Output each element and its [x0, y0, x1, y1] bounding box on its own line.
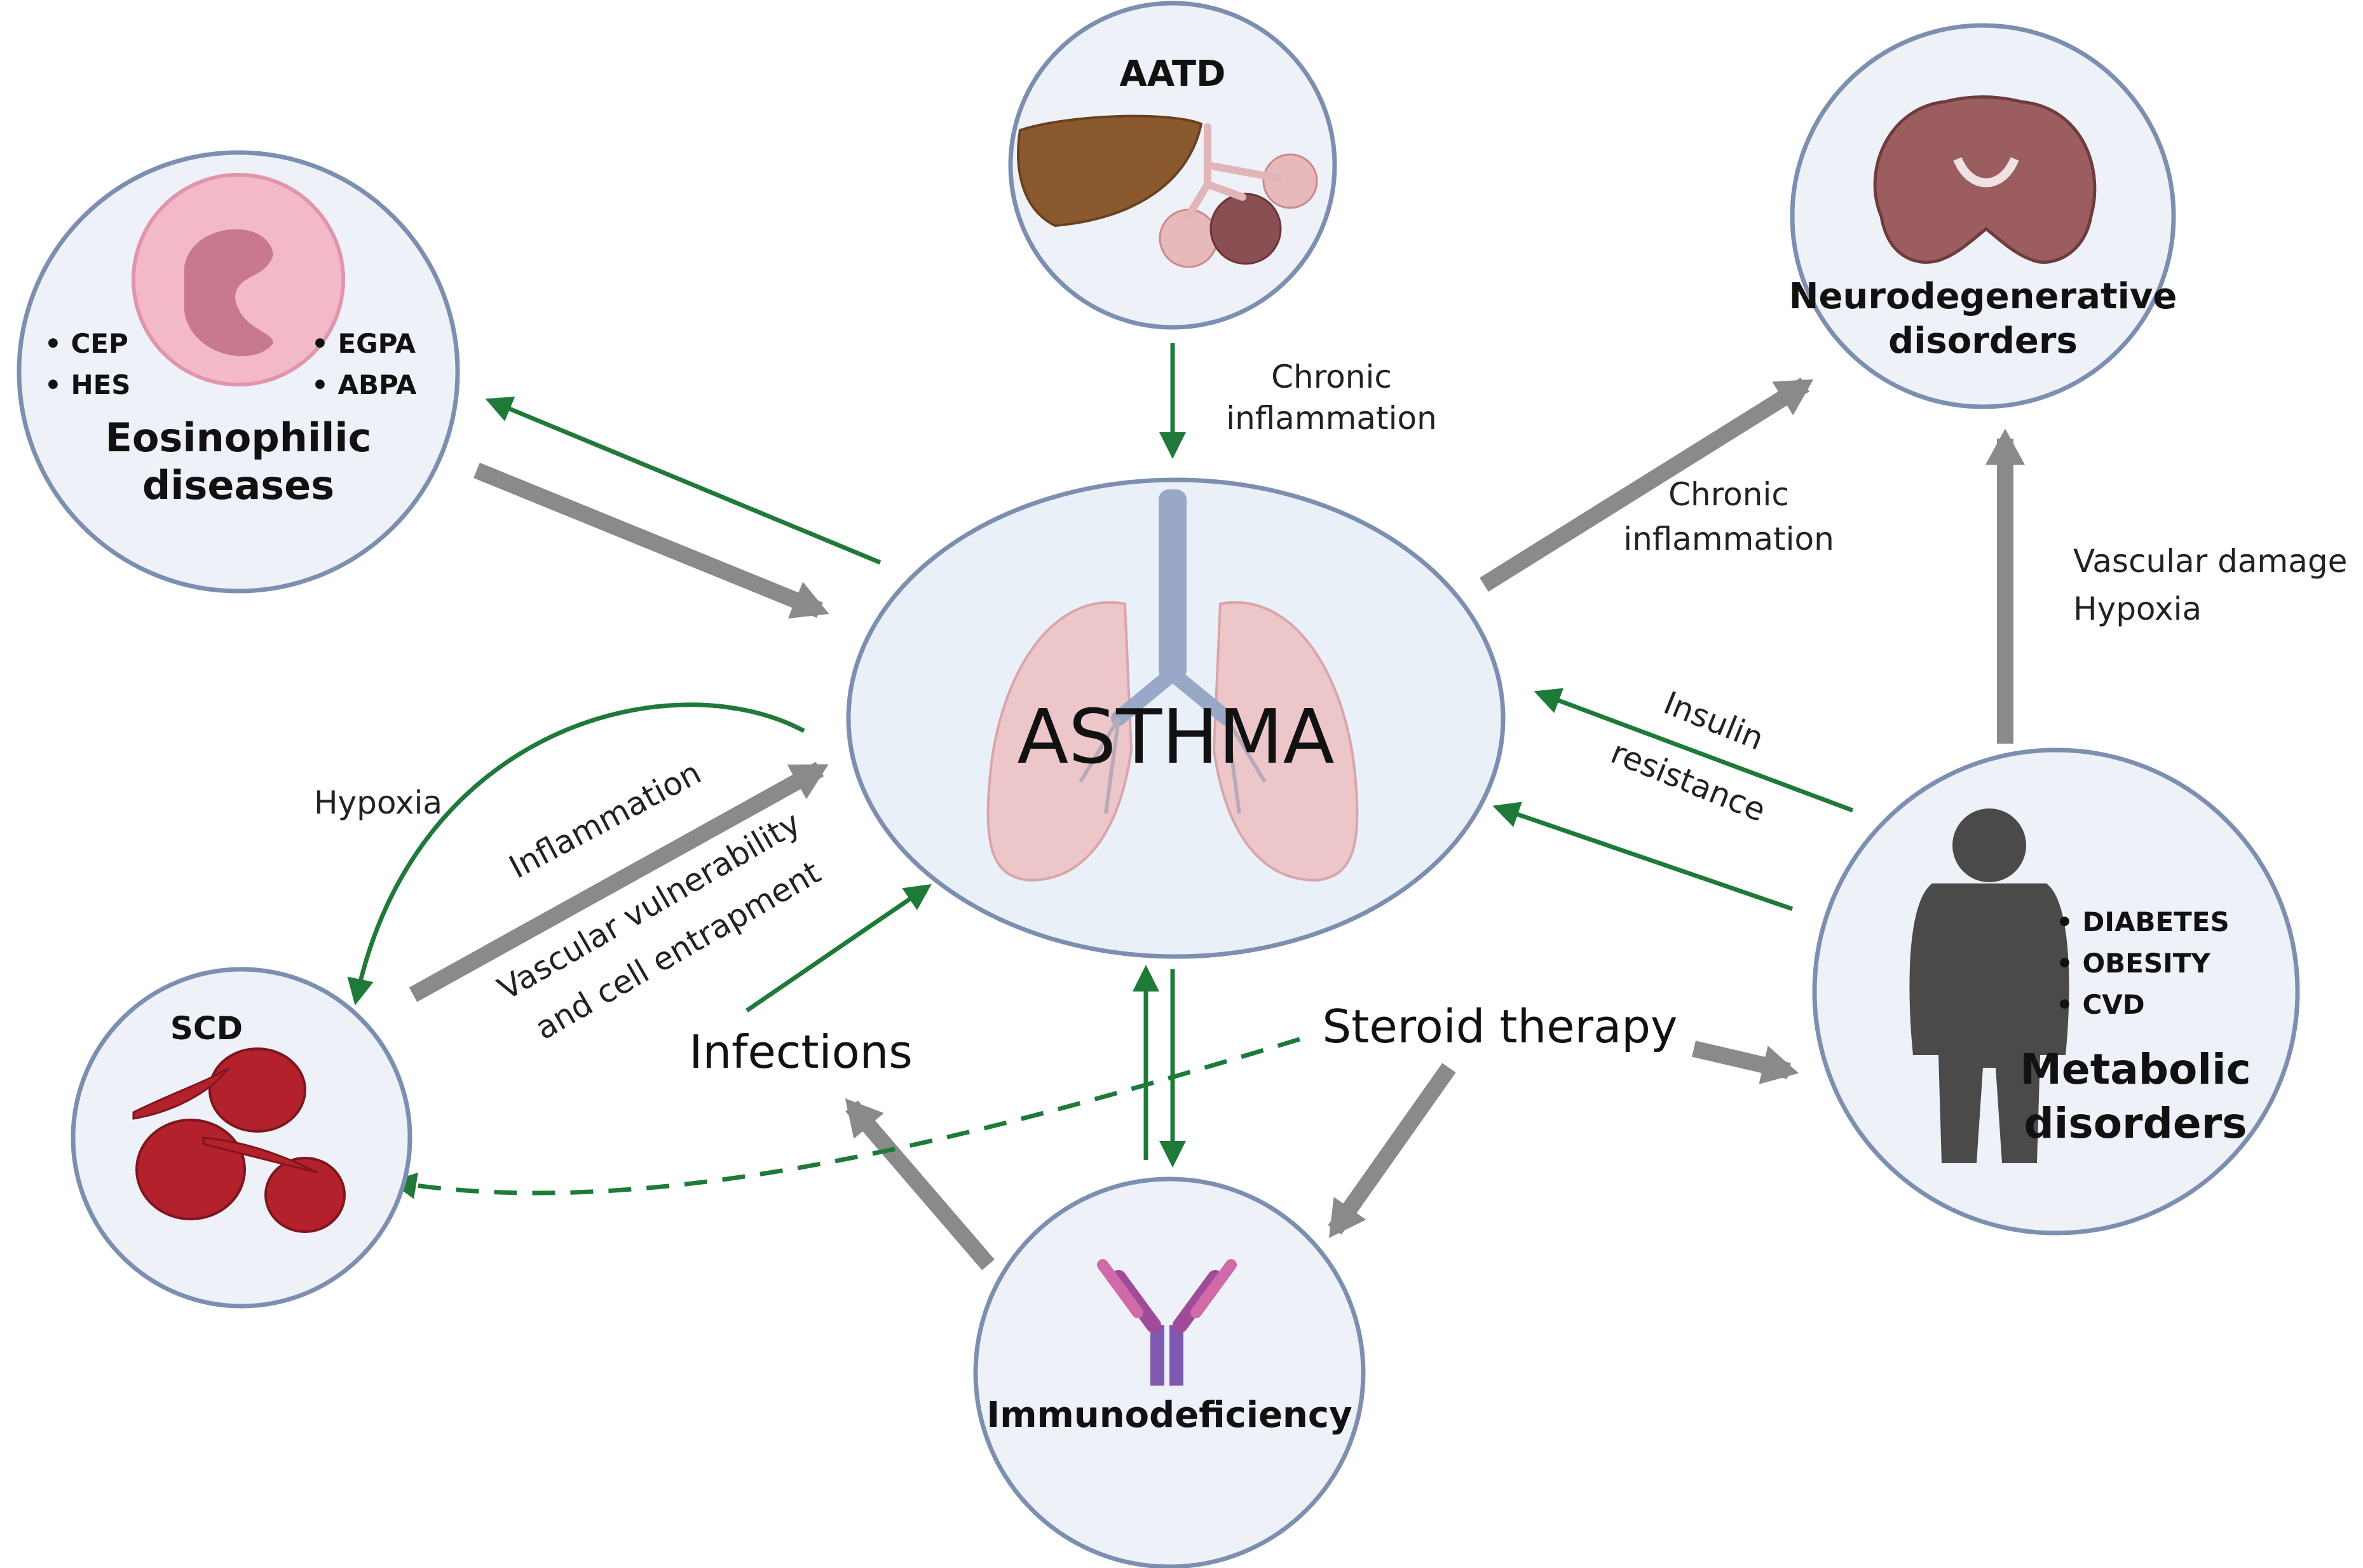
- eosinophil-cell-icon: [132, 173, 345, 386]
- arrow-steroid-to-scd-dashed: [390, 1037, 1301, 1199]
- metabolic-title-line1: Metabolic: [2020, 1045, 2251, 1094]
- immuno-title: Immunodeficiency: [986, 1394, 1352, 1436]
- arrow-immuno-to-infections: [845, 1098, 995, 1271]
- asthma-title: ASTHMA: [1018, 693, 1335, 781]
- aatd-title: AATD: [1119, 53, 1225, 95]
- lungs-icon: [986, 489, 1359, 882]
- eos-bullet-abpa: • ABPA: [311, 369, 417, 400]
- label-inflammation: Inflammation: [503, 754, 707, 885]
- eos-bullet-cep: • CEP: [44, 328, 128, 359]
- label-neuro-inflammation: inflammation: [1623, 521, 1834, 557]
- label-steroid-therapy: Steroid therapy: [1322, 1000, 1677, 1053]
- scd-title: SCD: [170, 1010, 243, 1047]
- lung-lobes-icon: [1159, 123, 1318, 268]
- arrow-scd-to-asthma: [409, 761, 829, 1002]
- aatd-node: AATD: [1008, 1, 1337, 330]
- label-infections: Infections: [689, 1025, 913, 1079]
- arrow-steroid-to-metabolic: [1692, 1040, 1799, 1084]
- eos-bullet-hes: • HES: [44, 369, 131, 400]
- antibody-icon: [1097, 1259, 1237, 1386]
- metabolic-bullet-cvd: • CVD: [2056, 989, 2145, 1020]
- eos-title-line1: Eosinophilic: [106, 414, 372, 461]
- arrow-eosinophilic-to-asthma: [473, 462, 829, 619]
- arrow-metabolic-to-asthma-2: [1492, 801, 1794, 911]
- neuro-title-line1: Neurodegenerative: [1789, 276, 2177, 317]
- arrow-metabolic-to-asthma-1: [1534, 688, 1854, 813]
- arrow-asthma-to-eosinophilic: [485, 397, 882, 565]
- label-vascular-damage: Vascular damage: [2073, 543, 2347, 580]
- immuno-node: Immunodeficiency: [973, 1176, 1366, 1568]
- label-hypoxia-right: Hypoxia: [2073, 590, 2202, 627]
- label-neuro-chronic: Chronic: [1668, 476, 1789, 513]
- person-silhouette-icon: [1909, 808, 2069, 1163]
- metabolic-title-line2: disorders: [2024, 1099, 2247, 1148]
- arrow-asthma-to-neuro: [1480, 377, 1814, 592]
- arrow-asthma-to-scd-curve: [347, 702, 805, 1006]
- metabolic-node: • DIABETES • OBESITY • CVD Metabolic dis…: [1812, 747, 2300, 1236]
- metabolic-bullet-obesity: • OBESITY: [2056, 948, 2210, 979]
- arrow-steroid-to-immuno: [1328, 1063, 1456, 1238]
- neuro-node: Neurodegenerative disorders: [1789, 23, 2177, 409]
- eos-title-line2: diseases: [142, 462, 334, 508]
- scd-node: SCD: [71, 967, 412, 1309]
- eos-bullet-egpa: • EGPA: [311, 328, 416, 359]
- label-aatd-chronic: Chronic: [1271, 358, 1392, 395]
- arrow-infections-to-asthma: [746, 884, 932, 1012]
- label-aatd-inflammation: inflammation: [1226, 400, 1437, 437]
- neuro-title-line2: disorders: [1888, 320, 2078, 362]
- asthma-node: ASTHMA: [846, 477, 1506, 959]
- metabolic-bullet-diabetes: • DIABETES: [2056, 906, 2230, 937]
- label-insulin: Insulin: [1659, 685, 1769, 758]
- liver-icon: [1017, 114, 1203, 228]
- label-hypoxia-left: Hypoxia: [314, 784, 442, 821]
- eosinophilic-node: • CEP • HES • EGPA • ABPA Eosinophilic d…: [17, 150, 460, 594]
- red-blood-cells-icon: [132, 1047, 346, 1233]
